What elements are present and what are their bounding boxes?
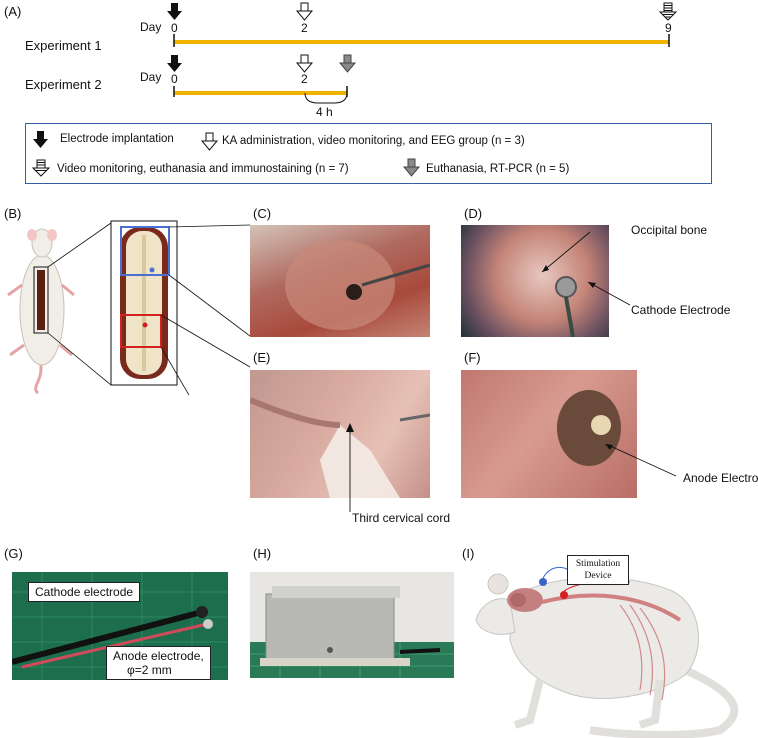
rat-dorsal-illustration: [7, 220, 250, 395]
panel-label-g: (G): [4, 546, 23, 561]
exp2-tick-0: 0: [171, 72, 178, 86]
exp1-tick-9: 9: [665, 21, 672, 35]
exp1-label: Experiment 1: [25, 38, 102, 53]
exp1-tick-0: 0: [171, 21, 178, 35]
legend-black-arrow-icon: [33, 131, 48, 148]
legend-ka-text: KA administration, video monitoring, and…: [222, 135, 525, 147]
photo-c-skull: [250, 225, 430, 337]
label-anode-electrode: Anode electrode, φ=2 mm: [106, 646, 211, 680]
photo-d-electrode: [461, 225, 609, 337]
panel-label-f: (F): [464, 350, 481, 365]
label-cathode-electrode: Cathode electrode: [28, 582, 141, 602]
device-label-line1: Stimulation: [575, 559, 621, 569]
panel-label-h: (H): [253, 546, 272, 561]
exp2-implant-arrow-icon: [167, 55, 182, 72]
exp2-ka-arrow-icon: [295, 54, 314, 73]
panel-label-e: (E): [253, 350, 271, 365]
photo-f-anode: [461, 370, 637, 498]
legend-box: [25, 123, 712, 184]
exp2-euth-arrow-icon: [338, 54, 357, 73]
annotation-occipital-bone: Occipital bone: [631, 223, 708, 237]
annotation-anode-electrode: Anode Electrode: [683, 471, 758, 485]
exp1-video-arrow-icon: [658, 2, 678, 21]
timeline-graphics: [167, 2, 678, 104]
photo-h-device: [250, 572, 454, 678]
legend-video-text: Video monitoring, euthanasia and immunos…: [57, 163, 349, 175]
exp2-day-label: Day: [140, 70, 162, 84]
exp1-ka-arrow-icon: [295, 2, 314, 21]
annotation-third-cervical-cord: Third cervical cord: [352, 511, 451, 525]
device-label-line2: Device: [584, 571, 612, 581]
photo-e-cervical: [250, 370, 430, 498]
label-anode-line2: φ=2 mm: [127, 663, 172, 677]
legend-euth-text: Euthanasia, RT-PCR (n = 5): [426, 163, 570, 175]
exp1-implant-arrow-icon: [167, 3, 182, 20]
legend-striped-arrow-icon: [31, 159, 51, 177]
exp1-tick-2: 2: [301, 21, 308, 35]
legend-icons: [31, 131, 421, 177]
exp2-tick-2: 2: [301, 72, 308, 86]
label-anode-line1: Anode electrode,: [113, 649, 204, 663]
annotation-cathode-electrode: Cathode Electrode: [631, 303, 731, 317]
legend-implant-text: Electrode implantation: [60, 133, 174, 145]
panel-label-i: (I): [462, 546, 475, 561]
panel-e-pointer: [346, 423, 354, 512]
legend-white-arrow-icon: [200, 132, 219, 151]
stimulation-device-box: Stimulation Device: [567, 555, 629, 585]
rat-lateral-illustration: [475, 566, 739, 738]
panel-label-b: (B): [4, 206, 22, 221]
panel-label-c: (C): [253, 206, 272, 221]
panel-label-a: (A): [4, 4, 22, 19]
panel-d-pointers: [541, 231, 631, 306]
legend-gray-arrow-icon: [402, 158, 421, 177]
exp2-label: Experiment 2: [25, 77, 102, 92]
exp2-interval-label: 4 h: [316, 105, 333, 119]
panel-label-d: (D): [464, 206, 483, 221]
panel-f-pointer: [605, 444, 677, 477]
exp1-day-label: Day: [140, 20, 162, 34]
